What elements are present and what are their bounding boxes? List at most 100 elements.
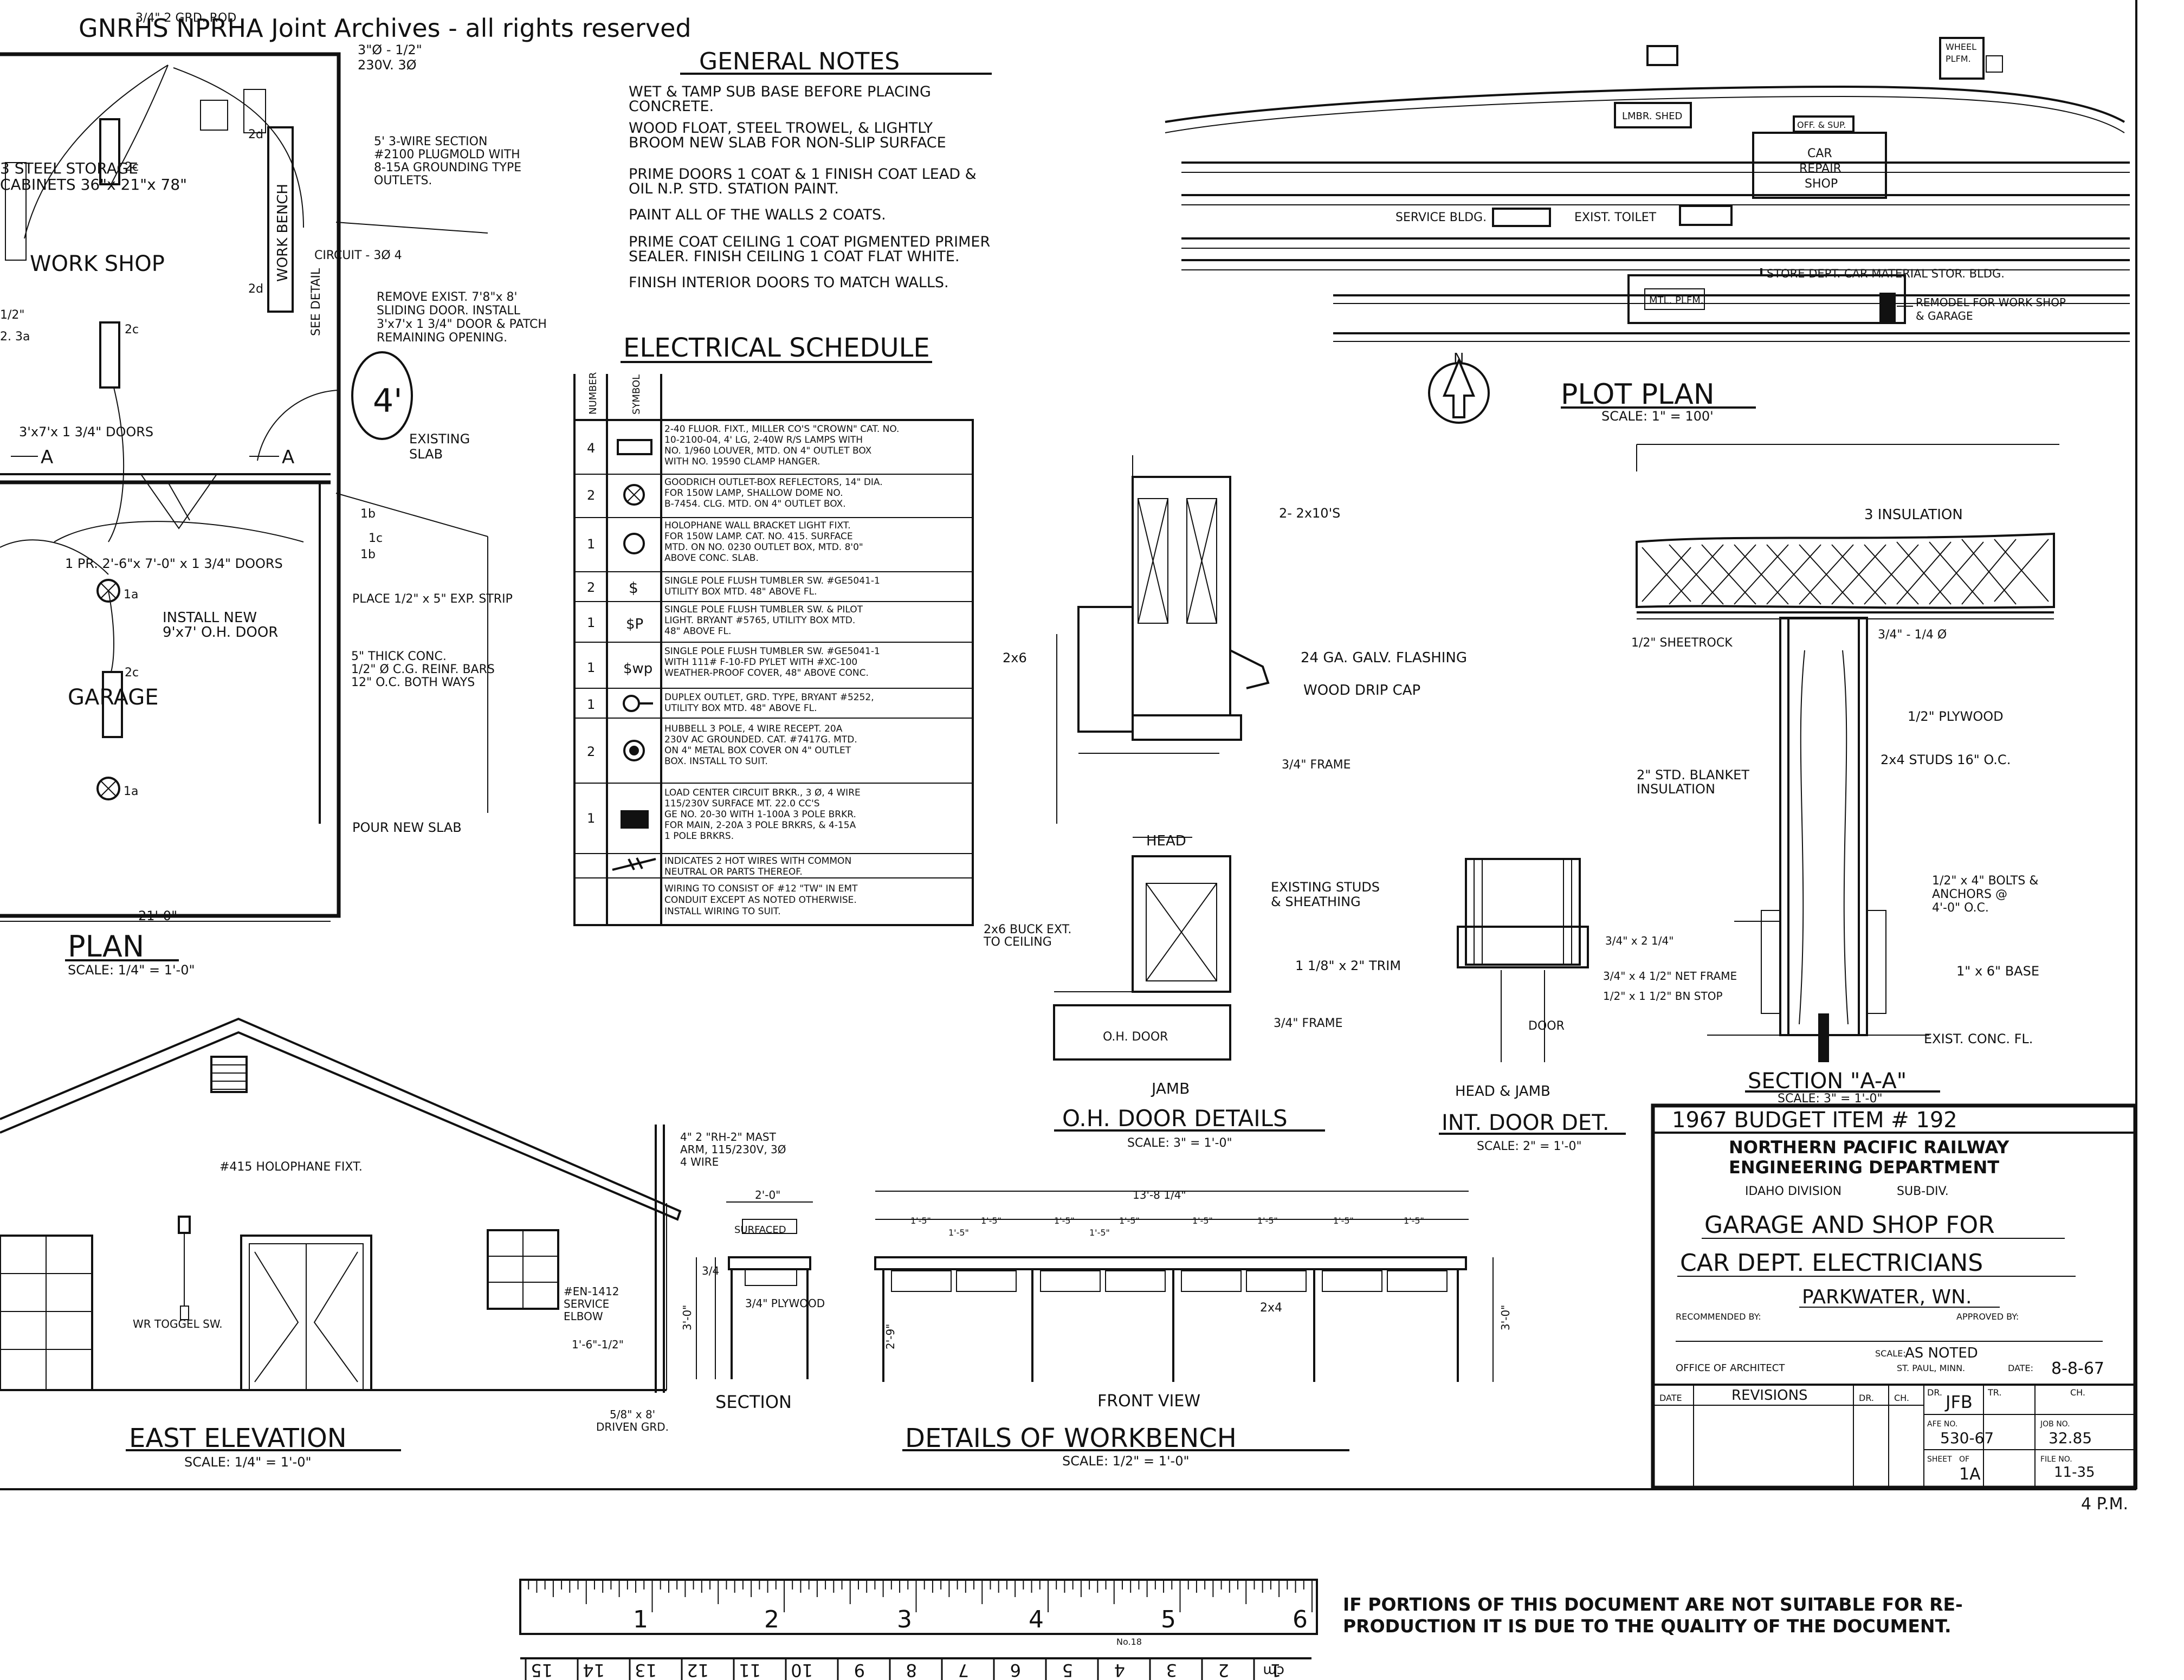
workbench-title: DETAILS OF WORKBENCH [905, 1423, 1237, 1453]
afe-value: 530-67 [1940, 1429, 1994, 1447]
oh-door-note-1: INSTALL NEW [163, 610, 257, 626]
ruler-inch: 3 [897, 1606, 912, 1633]
workbench-section-title: SECTION [715, 1392, 792, 1412]
circuit-tag: 1a [124, 785, 138, 798]
row-desc: GE NO. 20-30 WITH 1-100A 3 POLE BRKR. [664, 809, 856, 820]
fluor-fixture-symbol [617, 439, 652, 455]
mast-dim: 1'-6"-1/2" [572, 1338, 624, 1351]
north-arrow-icon: N [1428, 351, 1490, 424]
section-aa-title: SECTION "A-A" [1748, 1069, 1907, 1094]
ruler-ticks [520, 1580, 1313, 1612]
jamb-label: JAMB [1151, 1080, 1190, 1097]
lumber-shed [1614, 102, 1692, 128]
title-block: 1967 BUDGET ITEM # 192 NORTHERN PACIFIC … [1651, 1103, 2137, 1514]
schedule-row: 2 $ SINGLE POLE FLUSH TUMBLER SW. #GE504… [587, 576, 880, 597]
row-desc: WEATHER-PROOF COVER, 48" ABOVE CONC. [664, 668, 869, 679]
ceiling-lamp-1 [96, 579, 120, 603]
east-elevation-scale: SCALE: 1/4" = 1'-0" [184, 1455, 312, 1470]
blanket-label-1: 2" STD. BLANKET [1637, 767, 1749, 783]
conc-note-1: 5" THICK CONC. [351, 650, 447, 663]
conc-note-3: 12" O.C. BOTH WAYS [351, 676, 475, 689]
exp-strip-note: PLACE 1/2" x 5" EXP. STRIP [352, 592, 513, 606]
row-desc: WITH 111# F-10-FD PYLET WITH #XC-100 [664, 657, 857, 668]
row-desc: 10-2100-04, 4' LG, 2-40W R/S LAMPS WITH [664, 435, 863, 445]
flashing-label: 24 GA. GALV. FLASHING [1301, 650, 1467, 666]
fluor-fixture-3 [102, 671, 123, 738]
circuit-tag: 2c [125, 323, 139, 337]
section-dim-side: 3/4 [702, 1264, 719, 1277]
insulation-band [1636, 532, 2055, 609]
front-overall: 13'-8 1/4" [1133, 1188, 1186, 1201]
note-1a: WET & TAMP SUB BASE BEFORE PLACING [629, 83, 931, 100]
plugmold-note-3: 8-15A GROUNDING TYPE [374, 161, 521, 175]
ch2-label: CH. [2070, 1387, 2085, 1398]
rev-date: DATE [1659, 1393, 1682, 1403]
car-repair-2: REPAIR [1799, 162, 1841, 176]
note-3b: OIL N.P. STD. STATION PAINT. [629, 180, 839, 197]
row-number: 1 [587, 615, 595, 630]
holophane-fixture [178, 1216, 191, 1234]
ruler-inch: 5 [1161, 1606, 1176, 1633]
sheetrock-label: 1/2" SHEETROCK [1631, 636, 1733, 650]
row-number: 1 [587, 697, 595, 712]
stop-label: 1/2" x 1 1/2" BN STOP [1603, 990, 1723, 1003]
elbow-label-1: #EN-1412 [564, 1285, 619, 1298]
frame-dim-label: 3/4" x 2 1/4" [1605, 934, 1673, 947]
ruler-cm-unit: cm [1263, 1663, 1284, 1679]
row-desc: HUBBELL 3 POLE, 4 WIRE RECEPT. 20A [664, 723, 843, 734]
ruler-cm-number: 13 [635, 1660, 657, 1680]
head-jamb-label: HEAD & JAMB [1455, 1083, 1550, 1100]
int-door-detail: 3/4" x 2 1/4" 3/4" x 4 1/2" NET FRAME 1/… [1439, 858, 1737, 1153]
section-marker-left: A [41, 447, 53, 468]
section-aa-scale: SCALE: 3" = 1'-0" [1778, 1092, 1883, 1106]
studs-label: 2x4 STUDS 16" O.C. [1881, 752, 2011, 767]
schedule-row: 1 $wp SINGLE POLE FLUSH TUMBLER SW. #GE5… [587, 646, 880, 679]
row-desc: 1 POLE BRKRS. [664, 831, 734, 842]
ruler-cm-number: 2 [1218, 1660, 1229, 1680]
wp-switch-symbol: $wp [623, 661, 652, 677]
corner-mark: 4 P.M. [2081, 1495, 2128, 1514]
oh-door-label: O.H. DOOR [1103, 1030, 1168, 1044]
electrical-schedule: ELECTRICAL SCHEDULE NUMBER SYMBOL 4 2-40… [573, 333, 974, 926]
row-desc: INSTALL WIRING TO SUIT. [664, 906, 781, 917]
remove-door-note-1: REMOVE EXIST. 7'8"x 8' [377, 290, 518, 304]
row-number: 2 [587, 744, 595, 759]
row-desc: NEUTRAL OR PARTS THEREOF. [664, 867, 803, 877]
disclaimer: IF PORTIONS OF THIS DOCUMENT ARE NOT SUI… [1343, 1594, 1963, 1637]
row-desc: INDICATES 2 HOT WIRES WITH COMMON [664, 856, 851, 867]
bay-dim: 1'-5" [948, 1227, 969, 1238]
ruler-cm-number: 3 [1166, 1660, 1177, 1680]
fluor-fixture-2 [99, 321, 120, 389]
office-label: OFFICE OF ARCHITECT [1676, 1362, 1785, 1374]
row-desc: SINGLE POLE FLUSH TUMBLER SW. #GE5041-1 [664, 646, 880, 657]
duplex-outlet-symbol [623, 695, 640, 712]
bolts-label-3: 4'-0" O.C. [1932, 901, 1989, 915]
toilet-building [1679, 205, 1733, 226]
job-label: JOB NO. [2040, 1420, 2070, 1429]
remodel-area [1879, 293, 1896, 322]
ruler-cm-number: 9 [854, 1660, 865, 1680]
bay-dim: 1'-5" [1089, 1227, 1110, 1238]
afe-label: AFE NO. [1927, 1420, 1957, 1429]
doors-note: 3'x7'x 1 3/4" DOORS [19, 424, 153, 440]
plot-plan-scale: SCALE: 1" = 100' [1601, 409, 1714, 424]
exist-conc-label: EXIST. CONC. FL. [1924, 1031, 2033, 1046]
store-dept-building [1627, 274, 1906, 324]
remodel-label-2: & GARAGE [1916, 309, 1973, 322]
row-desc: LOAD CENTER CIRCUIT BRKR., 3 Ø, 4 WIRE [664, 787, 861, 798]
reflector-symbol [623, 484, 645, 506]
garage-label: GARAGE [68, 685, 158, 710]
approved-by: APPROVED BY: [1956, 1311, 2019, 1322]
section-surfaced: SURFACED [734, 1224, 786, 1236]
ruler-cm-number: 15 [531, 1660, 553, 1680]
bracket-fixture-symbol [623, 533, 645, 554]
workbench-details: 2'-0" SURFACED 3/4" PLYWOOD 3/4 3'-0" SE… [681, 1188, 1512, 1469]
budget-item: 1967 BUDGET ITEM # 192 [1672, 1108, 1957, 1133]
studs-label-1: EXISTING STUDS [1271, 880, 1380, 895]
sheet-label: SHEET [1927, 1455, 1952, 1464]
ruler-inch: 6 [1293, 1606, 1308, 1633]
buck-label-1: 2x6 BUCK EXT. [984, 923, 1071, 936]
company-name: NORTHERN PACIFIC RAILWAY [1729, 1137, 2009, 1158]
row-desc: FOR 150W LAMP, SHALLOW DOME NO. [664, 488, 843, 499]
